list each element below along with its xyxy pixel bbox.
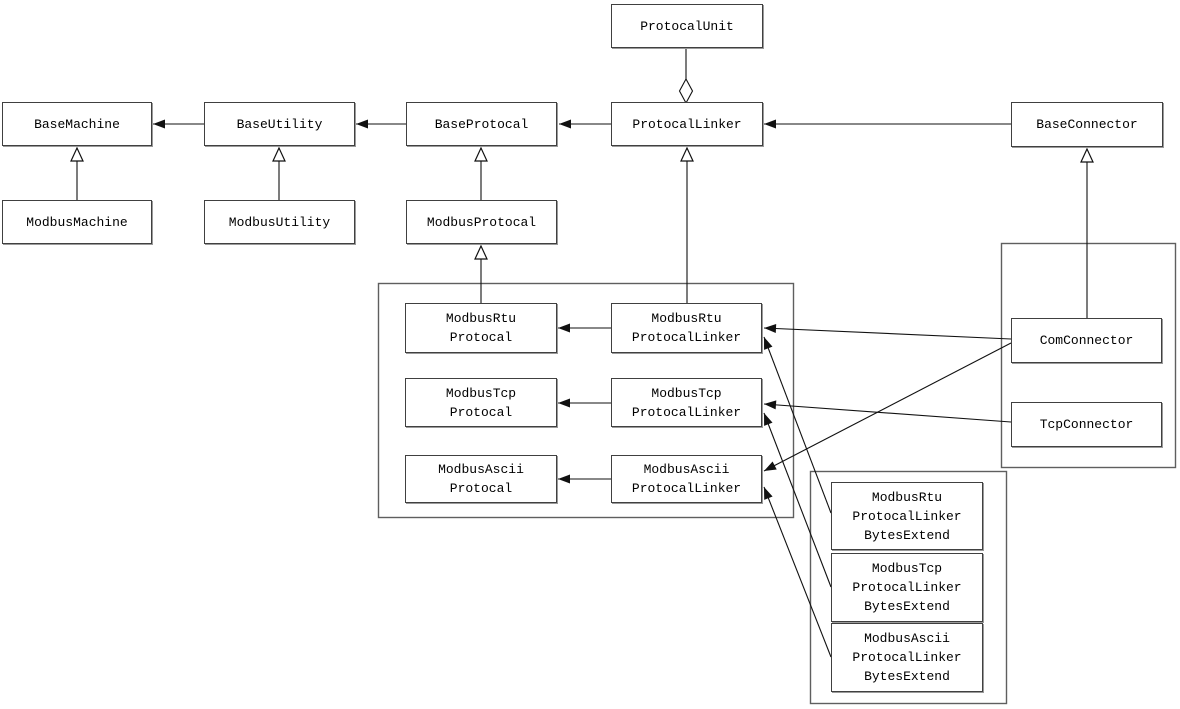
class-box-modbus-rtu-protocal: ModbusRtu Protocal <box>405 303 557 353</box>
edge-comconnector-rtulinker <box>763 324 1012 340</box>
class-box-modbus-protocal: ModbusProtocal <box>406 200 557 244</box>
class-box-base-utility: BaseUtility <box>204 102 355 146</box>
edge-aggregation-protocallinker-protocalunit <box>678 48 694 105</box>
edge-asciibytesextend-asciilinker <box>763 486 832 658</box>
class-box-base-machine: BaseMachine <box>2 102 152 146</box>
class-box-protocal-unit: ProtocalUnit <box>611 4 763 48</box>
edge-comconnector-asciilinker <box>763 342 1012 472</box>
group-box-connectors <box>1000 242 1177 469</box>
class-box-base-connector: BaseConnector <box>1011 102 1163 147</box>
group-box-modbus-protocal-linker <box>377 282 795 519</box>
edge-tcpconnector-tcplinker <box>763 400 1012 423</box>
class-box-modbus-ascii-protocal: ModbusAscii Protocal <box>405 455 557 503</box>
class-box-modbus-ascii-protocal-linker: ModbusAscii ProtocalLinker <box>611 455 762 503</box>
class-box-modbus-rtu-protocal-linker: ModbusRtu ProtocalLinker <box>611 303 762 353</box>
class-box-modbus-machine: ModbusMachine <box>2 200 152 244</box>
edge-tcpbytesextend-tcplinker <box>763 412 832 588</box>
class-box-modbus-utility: ModbusUtility <box>204 200 355 244</box>
class-box-modbus-tcp-protocal: ModbusTcp Protocal <box>405 378 557 427</box>
class-box-tcp-connector: TcpConnector <box>1011 402 1162 447</box>
group-box-bytes-extend <box>809 470 1008 705</box>
class-box-modbus-rtu-protocal-linker-bytes-extend: ModbusRtu ProtocalLinker BytesExtend <box>831 482 983 550</box>
edge-rtubytesextend-rtulinker <box>763 336 832 514</box>
class-box-com-connector: ComConnector <box>1011 318 1162 363</box>
class-box-base-protocal: BaseProtocal <box>406 102 557 146</box>
class-box-protocal-linker: ProtocalLinker <box>611 102 763 146</box>
class-box-modbus-ascii-protocal-linker-bytes-extend: ModbusAscii ProtocalLinker BytesExtend <box>831 623 983 692</box>
class-box-modbus-tcp-protocal-linker: ModbusTcp ProtocalLinker <box>611 378 762 427</box>
class-box-modbus-tcp-protocal-linker-bytes-extend: ModbusTcp ProtocalLinker BytesExtend <box>831 553 983 622</box>
